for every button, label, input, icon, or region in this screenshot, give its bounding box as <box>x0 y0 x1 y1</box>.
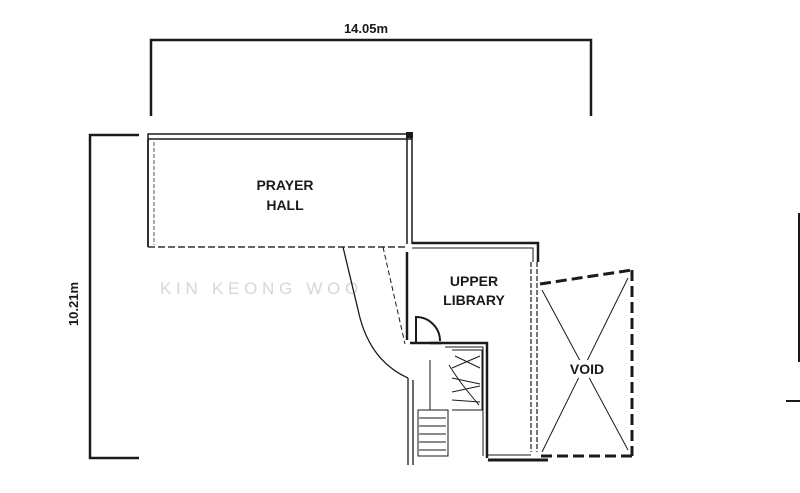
adjacent-drawing-edge <box>786 213 800 402</box>
height-dimension <box>88 133 139 460</box>
void-label: VOID <box>570 361 604 377</box>
upper-library-label-line2: LIBRARY <box>443 292 505 308</box>
upper-library-label-line1: UPPER <box>450 273 498 289</box>
door-swing <box>410 315 442 345</box>
stair-core <box>417 341 489 458</box>
watermark-text: K I N K E O N G W O O <box>160 279 358 298</box>
width-dimension <box>149 38 593 116</box>
prayer-hall-label-line2: HALL <box>266 197 304 213</box>
upper-library <box>412 241 548 462</box>
height-dimension-label: 10.21m <box>66 282 81 326</box>
prayer-hall-label-line1: PRAYER <box>256 177 313 193</box>
curved-corridor <box>342 246 414 465</box>
void-label-backing <box>566 360 608 378</box>
width-dimension-label: 14.05m <box>344 21 388 36</box>
prayer-hall <box>147 132 413 248</box>
